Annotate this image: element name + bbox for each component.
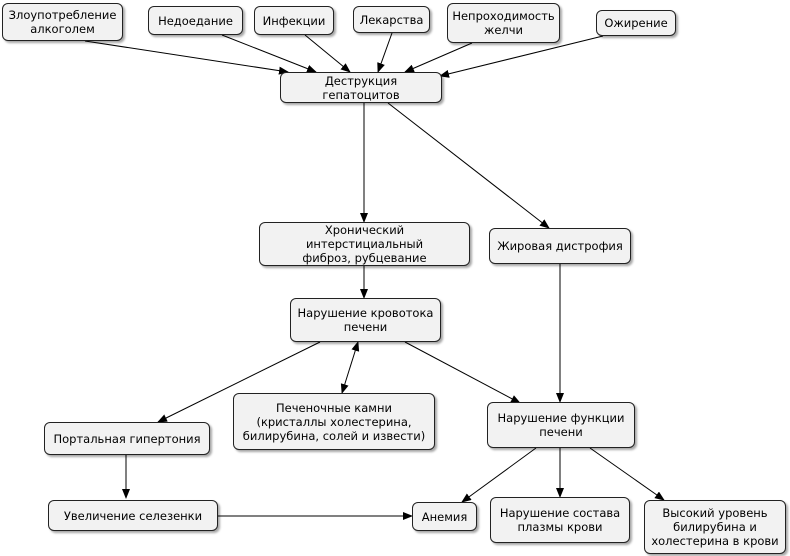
node-drugs: Лекарства [353,6,430,33]
node-obesity: Ожирение [596,10,676,36]
arrow-destruction-to-fatty [387,102,550,229]
arrow-function-to-bilirubin [589,447,665,501]
node-blood-flow-disorder: Нарушение кровотока печени [290,298,441,342]
arrow-function-to-anemia [461,447,537,503]
node-bile-obstruction: Непроходимость желчи [447,3,560,43]
node-portal-hypertension: Портальная гипертония [44,422,210,455]
arrow-bloodflow-to-function [404,341,521,404]
arrow-drugs-to-destruction [377,32,393,73]
node-plasma-composition: Нарушение состава плазмы крови [490,497,630,543]
node-fatty-degeneration: Жировая дистрофия [489,228,631,264]
arrow-bloodflow-stones-bidirectional [340,341,360,394]
node-anemia: Анемия [412,502,477,531]
arrow-bile-to-destruction [404,42,473,73]
arrow-bloodflow-to-portal [157,341,321,423]
arrow-infections-to-destruction [304,34,351,73]
arrow-obesity-to-destruction [439,35,604,78]
node-splenomegaly: Увеличение селезенки [48,500,218,531]
arrow-alcohol-to-destruction [84,40,289,75]
node-liver-function-disorder: Нарушение функции печени [487,402,635,448]
node-alcohol: Злоупотребление алкоголем [2,3,123,41]
node-high-bilirubin: Высокий уровень билирубина и холестерина… [644,500,786,554]
node-liver-stones: Печеночные камни (кристаллы холестерина,… [233,393,435,450]
node-fibrosis: Хронический интерстициальный фиброз, руб… [259,222,470,266]
node-infections: Инфекции [254,6,334,35]
arrow-malnutrition-to-destruction [221,34,317,73]
node-malnutrition: Недоедание [148,6,243,35]
node-hepatocyte-destruction: Деструкция гепатоцитов [280,72,442,103]
